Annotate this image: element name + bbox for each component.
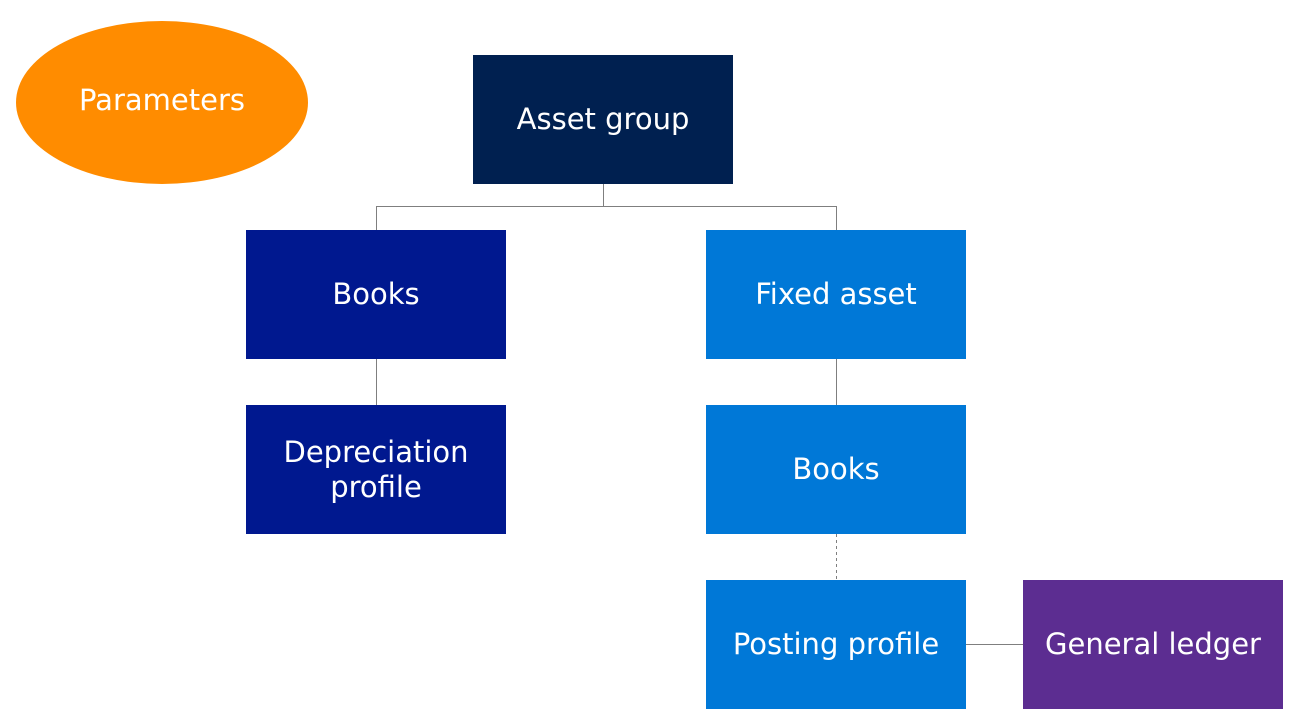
fixed-asset-node: Fixed asset [706,230,966,359]
posting-profile-node: Posting profile [706,580,966,709]
asset-group-label: Asset group [516,102,690,136]
general-ledger-node: General ledger [1023,580,1283,709]
general-ledger-label: General ledger [1045,627,1261,661]
parameters-label: Parameters [79,83,245,117]
books-node-left: Books [246,230,506,359]
parameters-ellipse: Parameters [16,21,308,184]
books-right-label: Books [792,452,880,486]
depreciation-profile-node: Depreciation profile [246,405,506,534]
connector-asset-group-to-children [376,184,837,230]
depreciation-profile-label: Depreciation profile [283,434,469,504]
fixed-asset-label: Fixed asset [755,277,917,311]
books-node-right: Books [706,405,966,534]
books-left-label: Books [332,277,420,311]
posting-profile-label: Posting profile [732,627,940,661]
asset-group-node: Asset group [473,55,733,184]
